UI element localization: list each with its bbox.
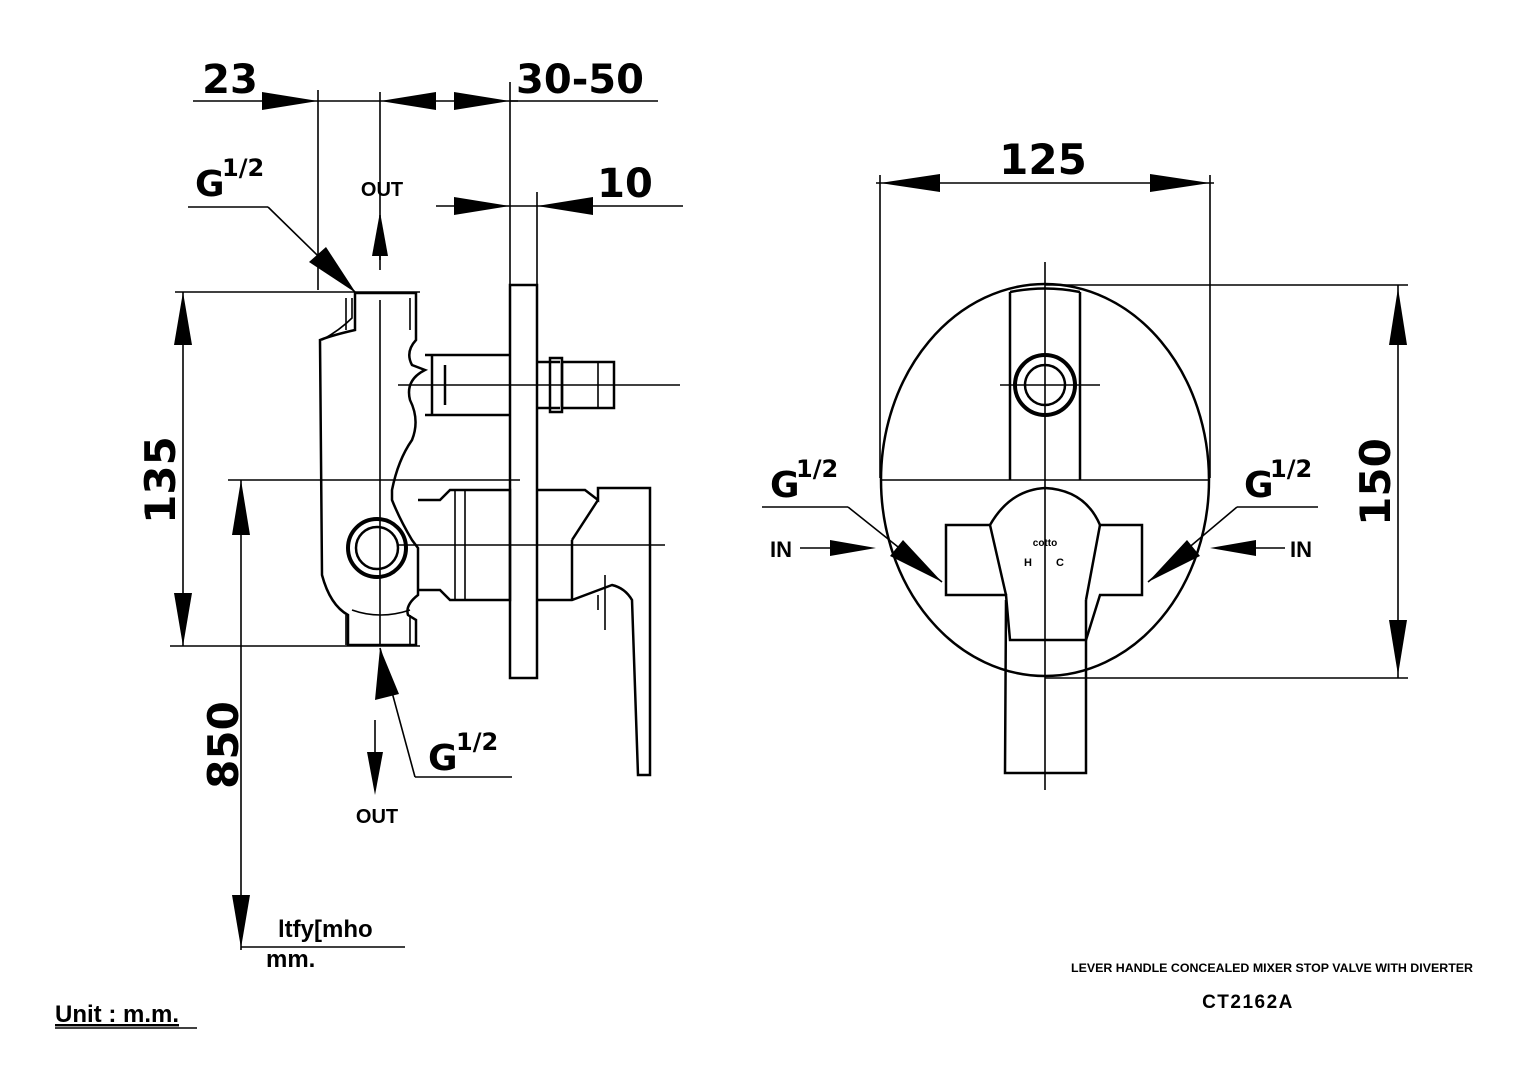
dim-30-50-label: 30-50	[516, 57, 644, 103]
dim-850-label: 850	[199, 701, 248, 789]
in-left-label: IN	[770, 537, 792, 562]
thread-right-fraction: 1/2	[1270, 455, 1312, 483]
in-right-label: IN	[1290, 537, 1312, 562]
product-description: LEVER HANDLE CONCEALED MIXER STOP VALVE …	[1071, 961, 1473, 975]
thread-bottom-label: G	[428, 738, 458, 779]
out-top-arrow	[372, 212, 388, 256]
dim-125-label: 125	[999, 135, 1087, 184]
out-bottom-label: OUT	[356, 806, 398, 828]
dimension-850: 850 ltfy[mho mm.	[199, 479, 520, 973]
thread-right-callout: G 1/2 IN	[1147, 455, 1318, 583]
out-bottom-port: OUT	[356, 720, 398, 828]
model-code: CT2162A	[1202, 992, 1294, 1013]
out-top-label: OUT	[361, 179, 403, 201]
cold-mark: C	[1056, 557, 1064, 569]
upper-stem	[398, 353, 680, 417]
out-bottom-arrow	[367, 752, 383, 795]
dim-150-label: 150	[1351, 438, 1400, 526]
thread-bottom-fraction: 1/2	[456, 728, 498, 756]
cartridge-and-lever	[398, 486, 665, 777]
in-right-arrow	[1210, 540, 1256, 556]
dimension-150: 150	[1045, 284, 1408, 679]
front-view: 125 150 cotto H	[762, 135, 1408, 790]
out-top-port: OUT	[361, 179, 403, 260]
brand-mark: cotto	[1033, 538, 1057, 549]
dim-23-label: 23	[202, 57, 258, 103]
thread-top-callout: G 1/2	[188, 154, 357, 294]
dimension-135: 135	[136, 291, 420, 647]
thread-top-label: G	[195, 164, 225, 205]
valve-body	[318, 291, 429, 647]
floor-unit: mm.	[266, 946, 315, 973]
dimension-125: 125	[876, 135, 1214, 478]
diverter-knob	[1000, 287, 1100, 480]
thread-left-label: G	[770, 465, 800, 506]
dimension-10: 10	[436, 161, 683, 215]
thread-bottom-callout: G 1/2	[375, 647, 512, 779]
hot-mark: H	[1024, 557, 1032, 569]
thread-left-callout: G 1/2 IN	[762, 455, 943, 583]
floor-label: ltfy[mho	[278, 916, 373, 943]
dim-10-label: 10	[597, 161, 653, 207]
thread-right-label: G	[1244, 465, 1274, 506]
lever-handle: cotto H C	[944, 486, 1144, 775]
thread-top-fraction: 1/2	[222, 154, 264, 182]
cover-plate	[508, 283, 539, 680]
dimension-23: 23	[193, 57, 518, 110]
unit-label: Unit : m.m.	[55, 1001, 179, 1028]
in-left-arrow	[830, 540, 876, 556]
dim-135-label: 135	[136, 436, 185, 524]
thread-left-fraction: 1/2	[796, 455, 838, 483]
side-view: 23 30-50 10 G 1/2 OUT	[136, 57, 683, 973]
dimension-30-50: 30-50	[454, 57, 658, 110]
